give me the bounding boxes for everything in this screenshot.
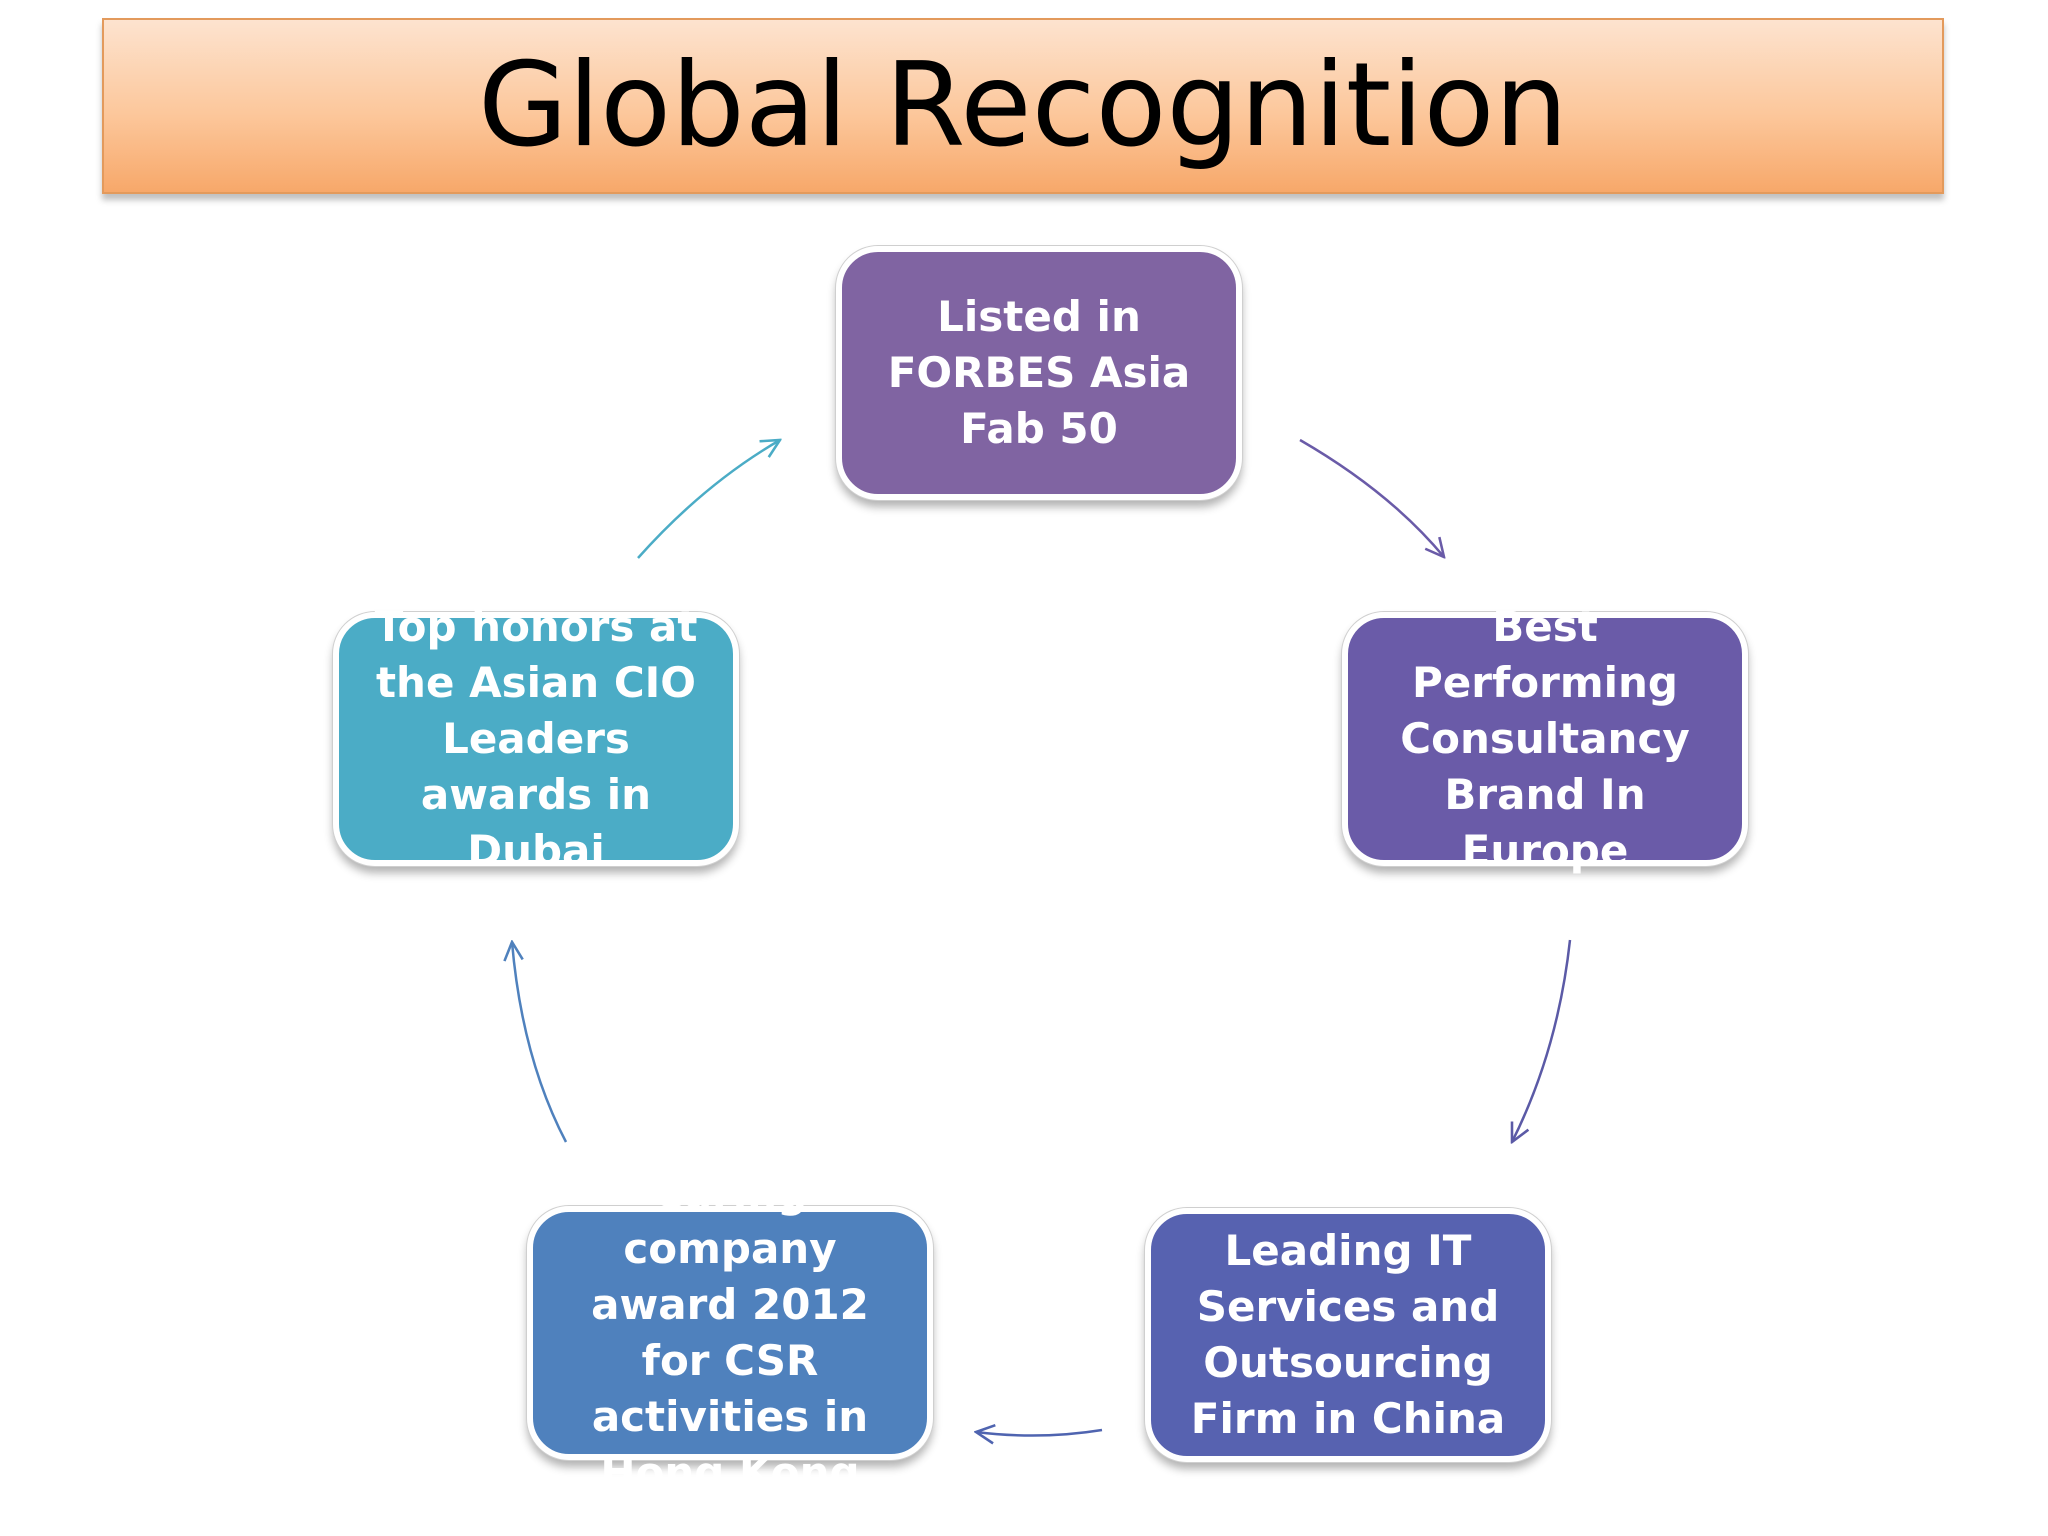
node-europe: Best Performing Consultancy Brand In Eur… bbox=[1342, 602, 1748, 875]
title-banner: Global Recognition bbox=[102, 18, 1944, 194]
node-dubai-label: Top honors at the Asian CIO Leaders awar… bbox=[374, 602, 698, 875]
arrow-europe-to-china bbox=[1512, 939, 1572, 1142]
node-forbes: Listed in FORBES Asia Fab 50 bbox=[836, 246, 1242, 500]
node-china-label: Leading IT Services and Outsourcing Firm… bbox=[1190, 1226, 1506, 1443]
arrow-forbes-to-europe bbox=[1299, 438, 1444, 557]
node-europe-label: Best Performing Consultancy Brand In Eur… bbox=[1400, 602, 1690, 875]
arrow-hongkong-to-dubai bbox=[512, 942, 568, 1143]
node-hongkong: Caring company award 2012 for CSR activi… bbox=[527, 1168, 933, 1497]
slide-title: Global Recognition bbox=[478, 38, 1568, 173]
node-hongkong-label: Caring company award 2012 for CSR activi… bbox=[591, 1168, 869, 1497]
node-china: Leading IT Services and Outsourcing Firm… bbox=[1145, 1208, 1551, 1462]
node-forbes-label: Listed in FORBES Asia Fab 50 bbox=[887, 292, 1191, 453]
arrow-china-to-hongkong bbox=[976, 1430, 1103, 1436]
arrow-dubai-to-forbes bbox=[637, 440, 780, 559]
node-dubai: Top honors at the Asian CIO Leaders awar… bbox=[333, 602, 739, 875]
